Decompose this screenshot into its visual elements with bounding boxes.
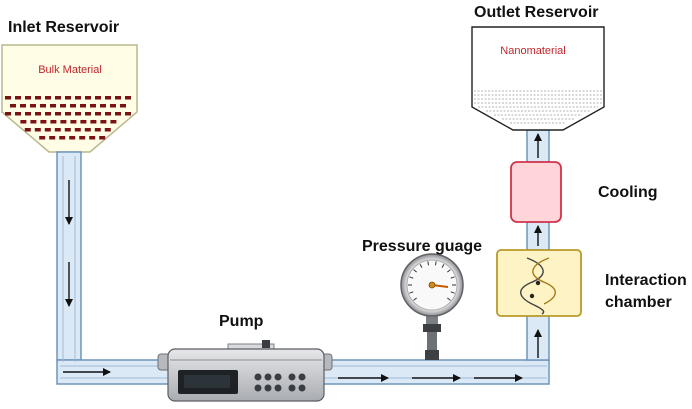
pressure-gauge-label: Pressure guage	[362, 238, 482, 255]
bulk-material-label: Bulk Material	[38, 64, 102, 76]
outlet-reservoir-label: Outlet Reservoir	[474, 4, 598, 21]
interaction-chamber-icon	[496, 249, 582, 317]
outlet-reservoir: Nanomaterial	[471, 26, 605, 131]
pump-label: Pump	[219, 313, 264, 330]
interaction-chamber-label-line1: Interaction	[605, 272, 687, 289]
pipe-network	[56, 129, 550, 385]
flow-arrow-icon	[63, 133, 542, 382]
inlet-reservoir: Bulk Material	[1, 44, 138, 153]
pump-icon	[157, 340, 333, 402]
interaction-chamber-label-line2: chamber	[605, 294, 672, 311]
cooling-label: Cooling	[598, 184, 658, 201]
nanomaterial-label: Nanomaterial	[500, 45, 565, 57]
cooling-unit-icon	[510, 161, 562, 223]
inlet-reservoir-label: Inlet Reservoir	[8, 19, 119, 36]
bulk-material-particles	[5, 96, 131, 140]
inlet-down-pipe	[56, 151, 82, 361]
pressure-gauge-icon	[400, 253, 464, 360]
